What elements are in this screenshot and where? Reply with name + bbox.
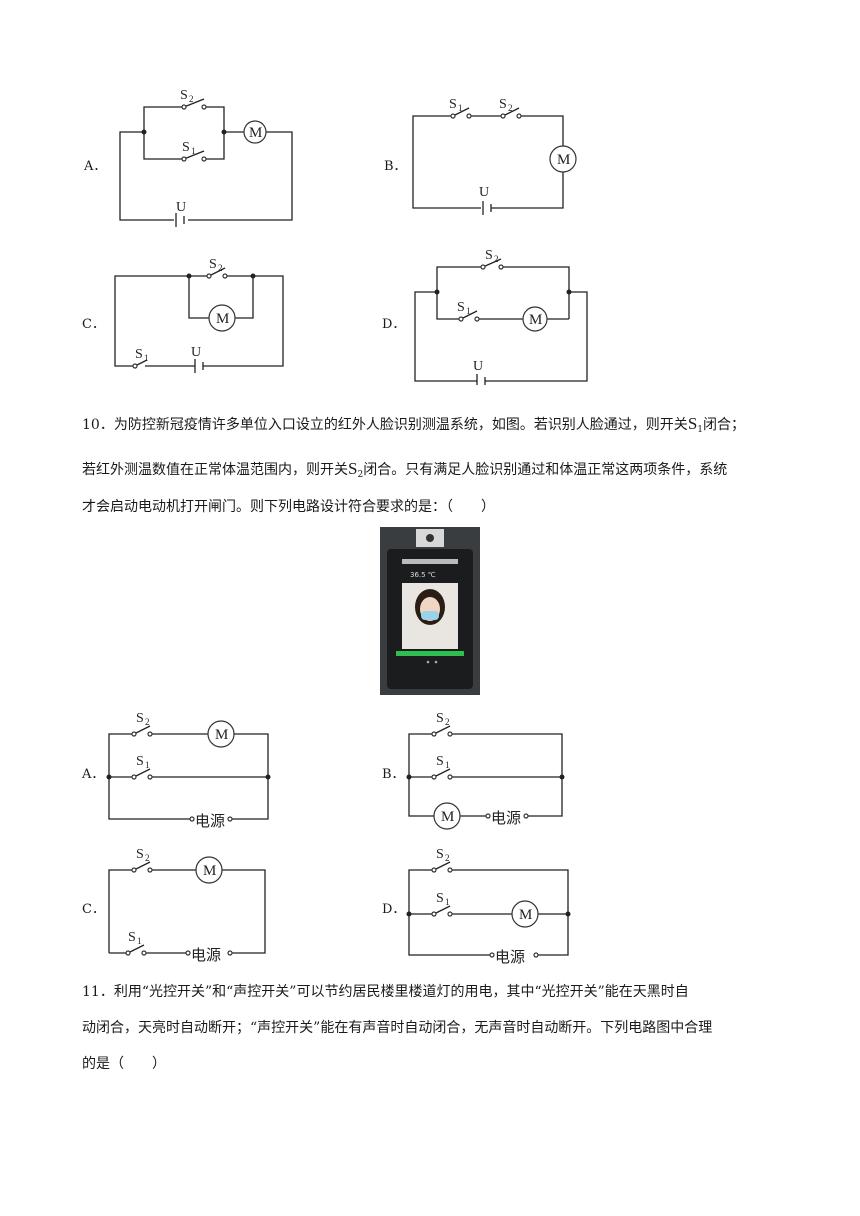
svg-text:S: S <box>136 711 144 726</box>
q10-option-d-label: D． <box>382 902 406 917</box>
svg-text:电源: 电源 <box>191 946 221 964</box>
svg-text:S: S <box>135 347 143 362</box>
svg-text:S: S <box>436 711 444 726</box>
svg-text:S: S <box>457 300 465 315</box>
q11-line-3: 的是（ ） <box>82 1056 166 1072</box>
svg-text:1: 1 <box>191 146 196 156</box>
q9-option-b-label: B． <box>384 159 407 174</box>
svg-text:S: S <box>499 97 507 112</box>
svg-text:U: U <box>176 200 186 215</box>
svg-text:U: U <box>473 359 483 374</box>
q9-option-a-label: A． <box>84 159 107 174</box>
svg-text:S: S <box>449 97 457 112</box>
svg-text:S: S <box>436 754 444 769</box>
svg-text:S: S <box>136 847 144 862</box>
svg-text:M: M <box>215 727 228 743</box>
svg-text:S: S <box>128 930 136 945</box>
svg-text:2: 2 <box>445 717 450 727</box>
q9-option-d-label: D． <box>382 317 406 332</box>
svg-text:36.5 ℃: 36.5 ℃ <box>410 571 436 579</box>
q9-option-c-label: C． <box>82 317 105 332</box>
q11-line-1: 11．利用“光控开关”和“声控开关”可以节约居民楼里楼道灯的用电，其中“光控开关… <box>82 984 689 1000</box>
svg-text:2: 2 <box>145 853 150 863</box>
svg-text:S: S <box>436 847 444 862</box>
svg-text:1: 1 <box>466 306 471 316</box>
svg-text:M: M <box>203 863 216 879</box>
svg-text:电源: 电源 <box>195 812 225 830</box>
svg-text:2: 2 <box>218 263 223 273</box>
svg-text:S: S <box>136 754 144 769</box>
q10-line-3: 才会启动电动机打开闸门。则下列电路设计符合要求的是：（ ） <box>82 499 495 515</box>
svg-text:U: U <box>479 185 489 200</box>
svg-text:S: S <box>182 140 190 155</box>
svg-text:电源: 电源 <box>495 948 525 965</box>
svg-text:1: 1 <box>458 103 463 113</box>
svg-text:M: M <box>557 152 570 168</box>
svg-text:M: M <box>529 312 542 328</box>
svg-text:1: 1 <box>445 760 450 770</box>
svg-text:2: 2 <box>189 94 194 104</box>
svg-text:2: 2 <box>494 254 499 264</box>
motor-label: M <box>249 125 262 141</box>
svg-text:2: 2 <box>445 853 450 863</box>
svg-text:S: S <box>180 88 188 103</box>
svg-text:S: S <box>209 257 217 272</box>
svg-text:1: 1 <box>445 897 450 907</box>
svg-text:2: 2 <box>145 717 150 727</box>
svg-text:M: M <box>519 907 532 923</box>
svg-text:M: M <box>441 809 454 825</box>
svg-text:1: 1 <box>145 760 150 770</box>
q10-line-1: 10．为防控新冠疫情许多单位入口设立的红外人脸识别测温系统，如图。若识别人脸通过… <box>82 414 746 435</box>
q10-line-2: 若红外测温数值在正常体温范围内，则开关S2闭合。只有满足人脸识别通过和体温正常这… <box>82 459 728 480</box>
q10-option-a-label: A． <box>82 767 105 782</box>
svg-text:电源: 电源 <box>491 809 521 827</box>
svg-text:S: S <box>436 891 444 906</box>
q10-option-b-label: B． <box>382 767 405 782</box>
q11-line-2: 动闭合，天亮时自动断开；“声控开关”能在有声音时自动闭合，无声音时自动断开。下列… <box>82 1020 713 1036</box>
svg-text:S: S <box>485 248 493 263</box>
q10-option-c-label: C． <box>82 902 105 917</box>
svg-text:2: 2 <box>508 103 513 113</box>
face-recognition-device-image: 36.5 ℃ <box>380 527 480 695</box>
svg-text:M: M <box>216 311 229 327</box>
svg-text:1: 1 <box>137 936 142 946</box>
svg-text:U: U <box>191 345 201 360</box>
svg-text:1: 1 <box>144 353 149 363</box>
